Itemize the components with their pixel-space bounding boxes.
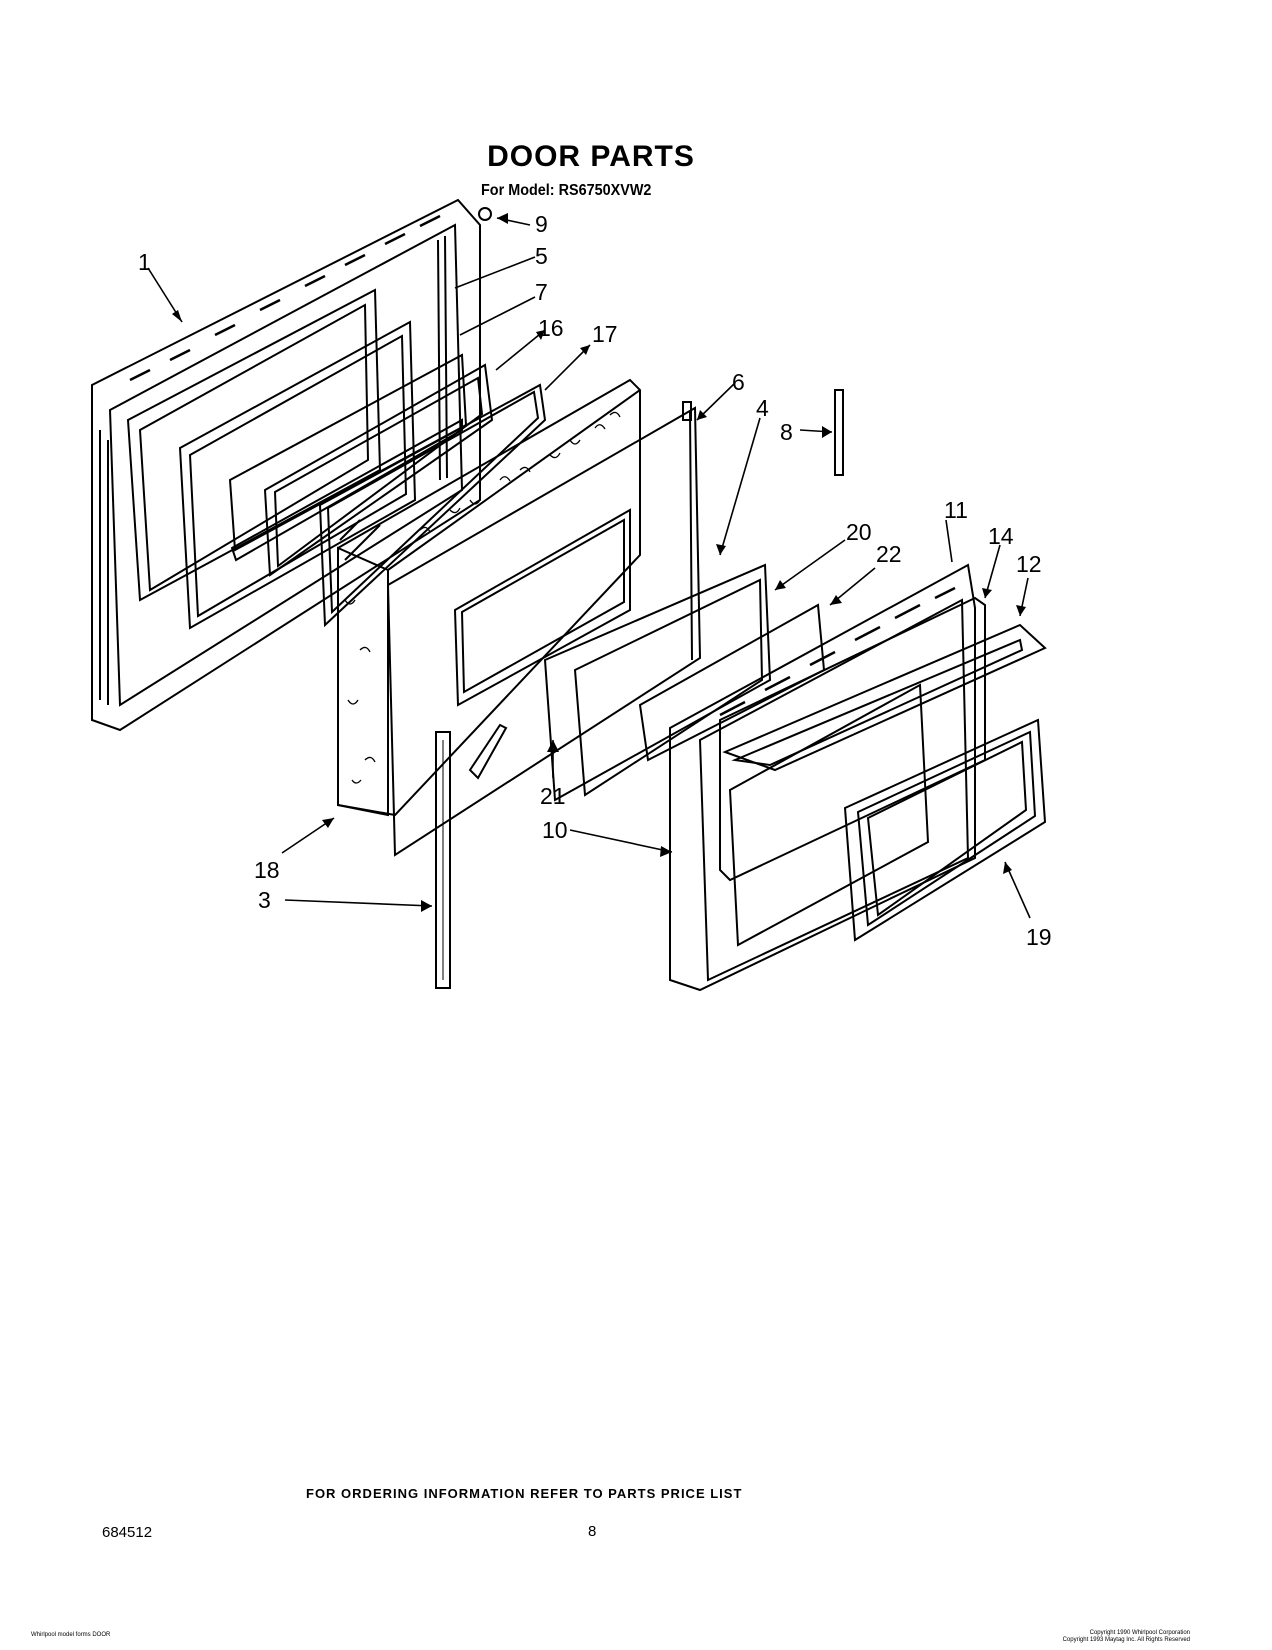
callout-18: 18 — [254, 857, 280, 883]
callout-5: 5 — [535, 243, 548, 269]
part-20-window-frame — [543, 563, 772, 802]
part-8-clip — [834, 389, 844, 476]
callout-1: 1 — [138, 249, 151, 275]
callout-4: 4 — [756, 395, 769, 421]
document-number: 684512 — [102, 1524, 153, 1541]
page-title: DOOR PARTS — [487, 140, 695, 173]
ordering-note: FOR ORDERING INFORMATION REFER TO PARTS … — [306, 1486, 743, 1501]
part-10-door-front — [669, 563, 976, 992]
callout-10: 10 — [542, 817, 568, 843]
part-7-glass — [228, 353, 468, 562]
part-17-inner-glass — [318, 383, 547, 628]
part-6-tab — [682, 401, 692, 421]
arrowheads — [172, 213, 1026, 912]
callout-14: 14 — [988, 523, 1014, 549]
callout-8: 8 — [780, 419, 793, 445]
part-12-handle — [722, 623, 1047, 772]
callout-12: 12 — [1016, 551, 1042, 577]
model-subtitle: For Model: RS6750XVW2 — [481, 182, 652, 199]
copyright-line-2: Copyright 1993 Maytag Inc. All Rights Re… — [1062, 1637, 1190, 1643]
callout-17: 17 — [592, 321, 618, 347]
callout-21: 21 — [540, 783, 566, 809]
callout-22: 22 — [876, 541, 902, 567]
part-4-inner-door-panel — [386, 406, 702, 857]
part-3-strip — [435, 731, 451, 989]
part-19-gasket — [843, 718, 1047, 942]
callout-19: 19 — [1026, 924, 1052, 950]
part-16-gasket — [263, 363, 494, 577]
part-9-screw — [478, 207, 492, 221]
callout-7: 7 — [535, 279, 548, 305]
callout-16: 16 — [538, 315, 564, 341]
callout-3: 3 — [258, 887, 271, 913]
callout-11: 11 — [944, 497, 968, 523]
part-14-trim — [719, 596, 986, 882]
part-5-door-liner-frame — [178, 320, 417, 630]
callout-9: 9 — [535, 211, 548, 237]
fine-print-right: Copyright 1990 Whirlpool Corporation Cop… — [994, 1630, 1190, 1644]
callout-6: 6 — [732, 369, 745, 395]
fine-print-left: Whirlpool model forms DOOR — [31, 1632, 111, 1638]
callout-20: 20 — [846, 519, 872, 545]
page-number: 8 — [588, 1523, 597, 1540]
part-18-insulation — [337, 378, 641, 817]
part-1-outer-door-panel — [91, 198, 481, 732]
copyright-line-1: Copyright 1990 Whirlpool Corporation — [1089, 1630, 1190, 1636]
